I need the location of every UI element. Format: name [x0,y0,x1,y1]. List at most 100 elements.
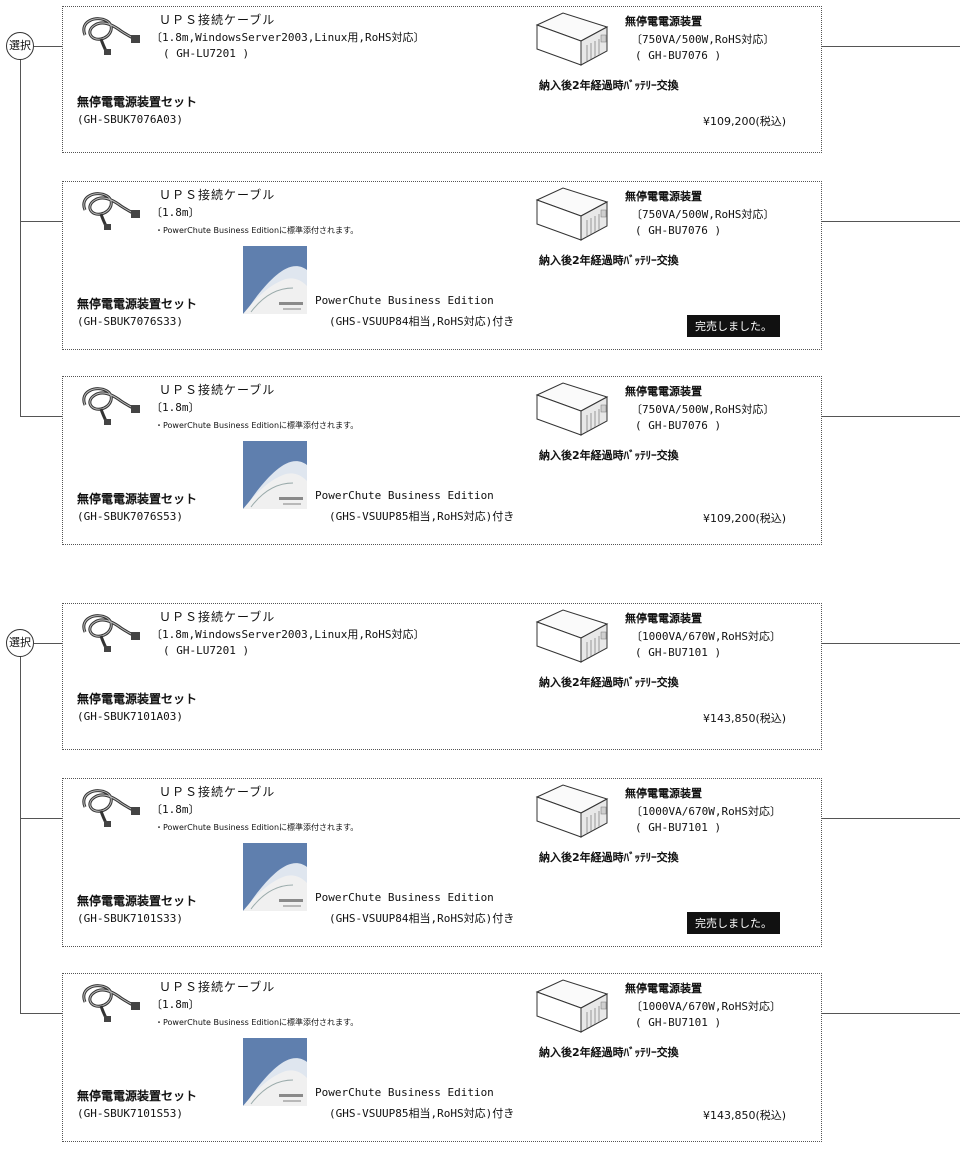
connector-line [20,46,21,416]
cable-spec: 〔1.8m,WindowsServer2003,Linux用,RoHS対応〕 [151,628,425,641]
connector-line [20,221,62,222]
set-model: (GH-SBUK7076S53) [77,510,183,523]
bundle-note: ・PowerChute Business Editionに標準添付されます。 [155,823,359,832]
battery-note: 納入後2年経過時ﾊﾞｯﾃﾘｰ交換 [539,1046,679,1059]
set-model: (GH-SBUK7076A03) [77,113,183,126]
connector-line [822,416,960,417]
cable-title: ＵＰＳ接続ケーブル [159,13,276,27]
set-model: (GH-SBUK7101A03) [77,710,183,723]
set-item-box: ＵＰＳ接続ケーブル〔1.8m〕・PowerChute Business Edit… [62,973,822,1142]
connector-line [822,818,960,819]
price: ¥109,200(税込) [703,512,787,525]
cable-spec: 〔1.8m〕 [151,998,200,1011]
ups-set-group: 選択 ＵＰＳ接続ケーブル〔1.8m,WindowsServer2003,Linu… [0,597,960,1157]
set-model: (GH-SBUK7101S53) [77,1107,183,1120]
cable-spec: 〔1.8m〕 [151,803,200,816]
software-package-icon [243,843,307,915]
ups-model: ( GH-BU7101 ) [635,821,722,834]
cable-title: ＵＰＳ接続ケーブル [159,610,276,624]
bundle-note: ・PowerChute Business Editionに標準添付されます。 [155,226,359,235]
software-package-icon [243,246,307,318]
battery-note: 納入後2年経過時ﾊﾞｯﾃﾘｰ交換 [539,851,679,864]
select-button[interactable]: 選択 [6,629,34,657]
select-button[interactable]: 選択 [6,32,34,60]
cable-spec: 〔1.8m〕 [151,206,200,219]
cable-model: ( GH-LU7201 ) [163,47,250,60]
sold-out-badge: 完売しました。 [687,912,780,934]
software-name: PowerChute Business Edition [315,1086,494,1099]
ups-unit-icon [533,11,611,71]
connector-line [822,46,960,47]
cable-title: ＵＰＳ接続ケーブル [159,785,276,799]
set-title: 無停電電源装置セット [77,692,198,706]
set-title: 無停電電源装置セット [77,1089,198,1103]
battery-note: 納入後2年経過時ﾊﾞｯﾃﾘｰ交換 [539,676,679,689]
connector-line [20,643,21,1013]
ups-title: 無停電電源装置 [625,15,702,28]
set-model: (GH-SBUK7101S33) [77,912,183,925]
sold-out-badge: 完売しました。 [687,315,780,337]
cable-icon [77,381,141,429]
set-title: 無停電電源装置セット [77,894,198,908]
set-title: 無停電電源装置セット [77,492,198,506]
software-package-icon [243,441,307,513]
software-spec: (GHS-VSUUP85相当,RoHS対応)付き [329,510,515,523]
ups-unit-icon [533,783,611,843]
cable-model: ( GH-LU7201 ) [163,644,250,657]
ups-title: 無停電電源装置 [625,612,702,625]
set-item-box: ＵＰＳ接続ケーブル〔1.8m〕・PowerChute Business Edit… [62,778,822,947]
cable-icon [77,978,141,1026]
ups-unit-icon [533,978,611,1038]
ups-model: ( GH-BU7101 ) [635,1016,722,1029]
ups-spec: 〔750VA/500W,RoHS対応〕 [631,33,775,46]
price: ¥143,850(税込) [703,1109,787,1122]
connector-line [20,416,62,417]
price: ¥143,850(税込) [703,712,787,725]
ups-model: ( GH-BU7076 ) [635,49,722,62]
battery-note: 納入後2年経過時ﾊﾞｯﾃﾘｰ交換 [539,449,679,462]
set-title: 無停電電源装置セット [77,95,198,109]
cable-title: ＵＰＳ接続ケーブル [159,980,276,994]
ups-title: 無停電電源装置 [625,385,702,398]
bundle-note: ・PowerChute Business Editionに標準添付されます。 [155,1018,359,1027]
ups-spec: 〔750VA/500W,RoHS対応〕 [631,403,775,416]
software-name: PowerChute Business Edition [315,489,494,502]
cable-icon [77,608,141,656]
ups-spec: 〔1000VA/670W,RoHS対応〕 [631,805,781,818]
bundle-note: ・PowerChute Business Editionに標準添付されます。 [155,421,359,430]
cable-icon [77,783,141,831]
connector-line [20,818,62,819]
connector-line [822,1013,960,1014]
ups-set-group: 選択 ＵＰＳ接続ケーブル〔1.8m,WindowsServer2003,Linu… [0,0,960,560]
set-item-box: ＵＰＳ接続ケーブル〔1.8m,WindowsServer2003,Linux用,… [62,603,822,750]
set-item-box: ＵＰＳ接続ケーブル〔1.8m,WindowsServer2003,Linux用,… [62,6,822,153]
set-item-box: ＵＰＳ接続ケーブル〔1.8m〕・PowerChute Business Edit… [62,181,822,350]
ups-unit-icon [533,608,611,668]
connector-line [822,643,960,644]
software-name: PowerChute Business Edition [315,891,494,904]
connector-line [20,1013,62,1014]
ups-spec: 〔750VA/500W,RoHS対応〕 [631,208,775,221]
connector-line [822,221,960,222]
ups-unit-icon [533,186,611,246]
cable-icon [77,11,141,59]
ups-spec: 〔1000VA/670W,RoHS対応〕 [631,630,781,643]
software-spec: (GHS-VSUUP84相当,RoHS対応)付き [329,912,515,925]
ups-title: 無停電電源装置 [625,982,702,995]
cable-title: ＵＰＳ接続ケーブル [159,188,276,202]
set-title: 無停電電源装置セット [77,297,198,311]
ups-model: ( GH-BU7101 ) [635,646,722,659]
software-spec: (GHS-VSUUP85相当,RoHS対応)付き [329,1107,515,1120]
ups-unit-icon [533,381,611,441]
battery-note: 納入後2年経過時ﾊﾞｯﾃﾘｰ交換 [539,254,679,267]
ups-title: 無停電電源装置 [625,787,702,800]
software-spec: (GHS-VSUUP84相当,RoHS対応)付き [329,315,515,328]
ups-spec: 〔1000VA/670W,RoHS対応〕 [631,1000,781,1013]
software-name: PowerChute Business Edition [315,294,494,307]
ups-title: 無停電電源装置 [625,190,702,203]
set-item-box: ＵＰＳ接続ケーブル〔1.8m〕・PowerChute Business Edit… [62,376,822,545]
ups-model: ( GH-BU7076 ) [635,224,722,237]
price: ¥109,200(税込) [703,115,787,128]
connector-line [34,46,62,47]
ups-model: ( GH-BU7076 ) [635,419,722,432]
